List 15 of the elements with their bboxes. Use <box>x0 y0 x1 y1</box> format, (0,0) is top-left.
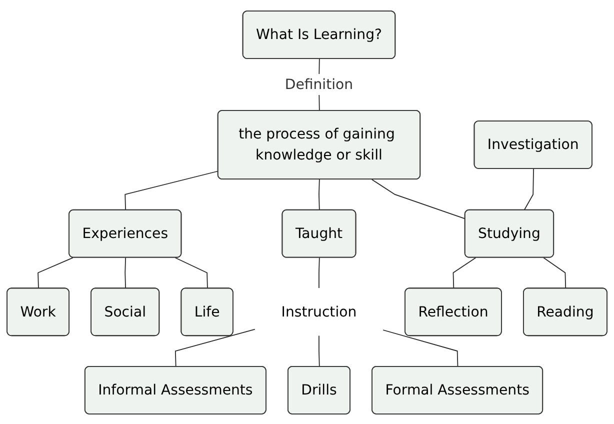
connector <box>543 256 566 289</box>
connector <box>382 329 458 367</box>
connector <box>318 334 320 367</box>
connector <box>124 256 126 289</box>
connector <box>38 256 74 289</box>
connector <box>174 328 256 367</box>
connector <box>318 178 320 210</box>
connector <box>524 168 534 210</box>
connector <box>371 178 466 219</box>
connector <box>452 256 476 289</box>
edge-label: Definition <box>284 75 354 92</box>
node-text: Instruction <box>281 302 357 320</box>
connector <box>174 256 208 289</box>
connector <box>318 256 320 288</box>
connector <box>124 170 219 210</box>
